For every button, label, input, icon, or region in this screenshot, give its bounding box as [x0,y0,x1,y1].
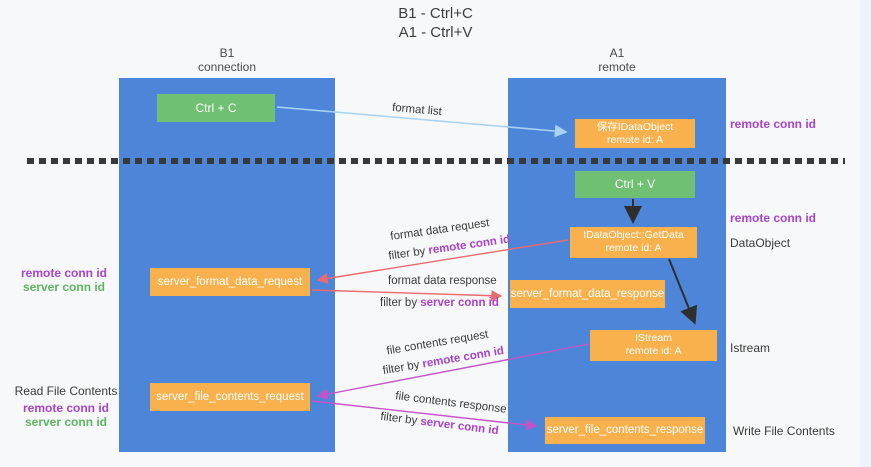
server-format-data-response-box: server_format_data_response [510,280,665,308]
lane-b1-name: B1 [219,46,235,60]
remote-conn-id-label-left: remote conn id [20,266,107,280]
server-conn-id-label-left2: server conn id [24,415,108,429]
istream-line1: IStream [635,332,672,344]
lane-header-a1: A1 remote [508,46,726,74]
lane-a1-name: A1 [609,46,625,60]
istream-box: IStream remote id: A [590,330,717,361]
filter-by-text: filter by [380,297,421,309]
save-idataobject-box: 保存IDataObject remote id: A [575,119,695,148]
server-file-contents-request-box: server_file_contents_request [150,383,310,411]
server-conn-id-highlight: server conn id [419,415,500,438]
server-conn-id-label-left: server conn id [22,280,106,294]
read-file-contents-label: Read File Contents [14,384,118,398]
dashed-separator-line [27,158,845,164]
save-idataobject-line1: 保存IDataObject [596,121,674,133]
getdata-line1: IDataObject::GetData [583,229,684,241]
left-labels-bottom: Read File Contents remote conn id server… [14,384,118,429]
remote-conn-id-label-left2: remote conn id [22,401,109,415]
istream-line2: remote id: A [625,345,682,357]
page-title-line2: A1 - Ctrl+V [398,24,473,41]
server-conn-id-highlight: server conn id [420,297,499,309]
remote-conn-id-label-mid: remote conn id [730,211,817,225]
left-conn-id-labels-mid: remote conn id server conn id [18,266,110,294]
page-title-line1: B1 - Ctrl+C [398,5,473,22]
idataobject-getdata-box: IDataObject::GetData remote id: A [570,227,697,258]
lane-b1-role: connection [197,60,257,74]
file-contents-response-filter-label: filter by server conn id [380,411,499,437]
dataobject-label: DataObject [730,236,791,250]
scrollbar-track[interactable] [860,0,871,467]
filter-by-text: filter by [381,358,424,378]
istream-side-label: Istream [730,341,771,355]
remote-conn-id-highlight: remote conn id [427,233,511,257]
filter-by-text: filter by [387,244,430,263]
format-list-label: format list [391,101,443,119]
getdata-line2: remote id: A [605,242,662,254]
write-file-contents-label: Write File Contents [733,424,835,438]
ctrl-c-box: Ctrl + C [157,94,275,122]
format-data-response-arrow [311,289,503,302]
format-data-response-filter-label: filter by server conn id [380,297,499,309]
format-data-response-label: format data response [388,275,497,287]
lane-a1-role: remote [598,60,636,74]
server-file-contents-response-box: server_file_contents_response [545,417,705,444]
remote-conn-id-label-top: remote conn id [730,117,817,131]
server-format-data-request-box: server_format_data_request [150,268,310,296]
file-contents-response-label: file contents response [394,390,508,416]
ctrl-v-box: Ctrl + V [575,171,695,198]
lane-header-b1: B1 connection [119,46,335,74]
filter-by-text: filter by [379,410,422,428]
save-idataobject-line2: remote id: A [606,134,664,146]
